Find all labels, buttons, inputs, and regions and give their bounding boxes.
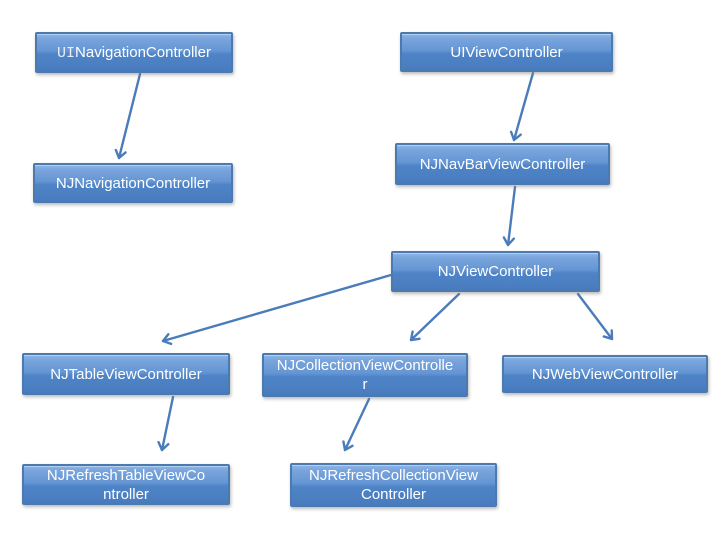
- arrow-njviewcontroller-to-njcollectionviewcontroller: [409, 292, 461, 342]
- node-label-prefix: UI: [57, 44, 76, 62]
- node-njtableviewcontroller: NJTableViewController: [22, 353, 230, 395]
- arrow-njnavbarviewcontroller-to-njviewcontroller: [502, 185, 517, 247]
- node-uiviewcontroller: UIViewController: [400, 32, 613, 72]
- node-uinavigationcontroller: UINavigationController: [35, 32, 233, 73]
- node-label: UINavigationController: [57, 43, 211, 63]
- node-njwebviewcontroller: NJWebViewController: [502, 355, 708, 393]
- arrow-njcollectionviewcontroller-to-njrefreshcollectionviewcontroller: [342, 397, 371, 452]
- arrow-njtableviewcontroller-to-njrefreshtableviewcontroller: [157, 395, 175, 452]
- arrow-njviewcontroller-to-njwebviewcontroller: [576, 292, 614, 341]
- node-njviewcontroller: NJViewController: [391, 251, 600, 292]
- arrow-njviewcontroller-to-njtableviewcontroller: [161, 273, 393, 346]
- node-label-rest: NavigationController: [75, 43, 211, 61]
- node-njnavigationcontroller: NJNavigationController: [33, 163, 233, 203]
- arrow-uiviewcontroller-to-njnavbarviewcontroller: [509, 71, 535, 142]
- node-njrefreshtableviewcontroller: NJRefreshTableViewController: [22, 464, 230, 505]
- arrow-uinavigationcontroller-to-njnavigationcontroller: [114, 72, 142, 160]
- node-njrefreshcollectionviewcontroller: NJRefreshCollectionViewController: [290, 463, 497, 507]
- node-njnavbarviewcontroller: NJNavBarViewController: [395, 143, 610, 185]
- node-njcollectionviewcontroller: NJCollectionViewController: [262, 353, 468, 397]
